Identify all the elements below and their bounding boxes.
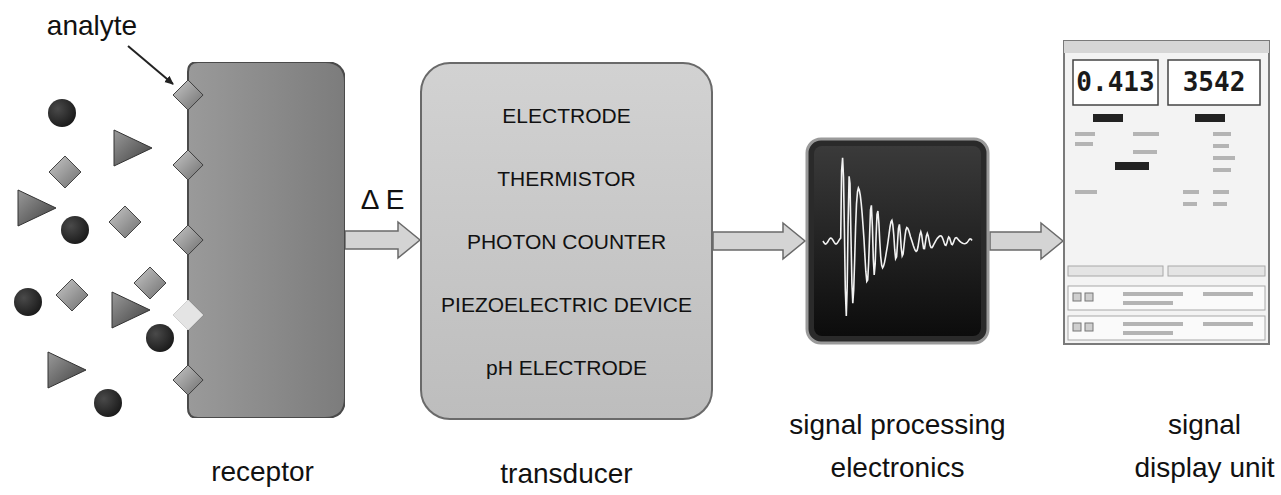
indicator-bar	[1195, 114, 1225, 122]
ui-text-placeholder	[1203, 322, 1253, 326]
ui-text-placeholder	[1133, 150, 1157, 154]
molecule-circle	[94, 389, 122, 417]
molecule-triangle	[18, 190, 56, 226]
processing-icon: signal processing electronics	[805, 137, 990, 345]
bound-analyte	[173, 225, 203, 255]
readout-box	[1168, 60, 1260, 105]
indicator-bar	[1093, 114, 1123, 122]
ui-text-placeholder	[1213, 156, 1235, 160]
ui-text-placeholder	[1183, 190, 1199, 194]
component-label: receptor	[163, 450, 363, 493]
analyte-diamond	[56, 279, 88, 311]
screen-glass	[814, 146, 981, 336]
analyte-diamond	[109, 206, 141, 238]
ui-text-placeholder	[1133, 132, 1159, 136]
button	[1073, 323, 1081, 331]
status-bar	[1168, 266, 1265, 276]
analyte-diamond	[49, 156, 81, 188]
transducer-box: ELECTRODE THERMISTOR PHOTON COUNTER PIEZOEL…	[420, 62, 713, 420]
oscilloscope-icon	[805, 137, 990, 345]
callout-label: analyte	[42, 6, 142, 46]
ui-text-placeholder	[1123, 292, 1183, 296]
block-arrow	[713, 223, 805, 259]
ui-text-placeholder	[1213, 190, 1229, 194]
component-label: signal display unit	[1125, 403, 1281, 489]
ui-text-placeholder	[1123, 322, 1183, 326]
molecule-circle	[61, 216, 89, 244]
block-arrow	[990, 223, 1063, 259]
ui-text-placeholder	[1213, 144, 1229, 148]
leader-line	[128, 46, 173, 84]
indicator-bar	[1115, 162, 1149, 170]
ui-text-placeholder	[1213, 132, 1231, 136]
ui-text-placeholder	[1183, 202, 1197, 206]
readout-value: 0.413	[1073, 60, 1158, 105]
node-shape	[160, 62, 345, 418]
ui-text-placeholder	[1075, 132, 1095, 136]
transducer-type: PIEZOELECTRIC DEVICE	[420, 291, 713, 319]
ui-text-placeholder	[1075, 142, 1093, 146]
ui-text-placeholder	[1213, 168, 1231, 172]
transducer-type: PHOTON COUNTER	[420, 228, 713, 256]
block-arrow	[345, 222, 420, 258]
bound-analyte	[173, 300, 203, 330]
component-label: transducer	[447, 452, 687, 495]
channel-panel	[1068, 286, 1265, 310]
edge-label: Δ E	[359, 184, 407, 216]
ui-text-placeholder	[1123, 301, 1173, 305]
node-shape	[805, 137, 990, 345]
transducer-type: ELECTRODE	[420, 102, 713, 130]
channel-panel	[1068, 316, 1265, 340]
receptor-block: receptor	[160, 62, 345, 418]
bound-analyte	[173, 80, 203, 110]
ui-text-placeholder	[1075, 190, 1097, 194]
molecule-circle	[146, 324, 174, 352]
transducer-type: THERMISTOR	[420, 165, 713, 193]
analyte-diamond	[134, 267, 166, 299]
analyte-diamonds	[49, 156, 166, 311]
ui-text-placeholder	[1203, 292, 1253, 296]
display-panel	[1064, 41, 1269, 344]
waveform	[823, 158, 972, 316]
readout-value: 3542	[1168, 60, 1260, 105]
receptor-shape	[160, 62, 345, 418]
molecule-triangle	[48, 352, 86, 388]
molecule-circles	[14, 99, 174, 417]
status-bar	[1068, 266, 1163, 276]
molecule-triangle	[112, 292, 150, 328]
screen-frame	[807, 139, 988, 343]
molecule-triangle	[114, 130, 152, 166]
component-label: signal processing electronics	[778, 403, 1018, 489]
molecule-circle	[48, 99, 76, 127]
readout-box	[1073, 60, 1158, 105]
transducer-type: pH ELECTRODE	[420, 354, 713, 382]
button	[1085, 323, 1093, 331]
button	[1085, 293, 1093, 301]
ui-text-placeholder	[1213, 202, 1227, 206]
button	[1073, 293, 1081, 301]
bound-analyte	[173, 150, 203, 180]
ui-text-placeholder	[1123, 331, 1173, 335]
title-bar	[1064, 41, 1269, 53]
molecule-circle	[14, 288, 42, 316]
receptor-body	[188, 62, 345, 418]
molecule-triangles	[18, 130, 152, 388]
bound-analyte	[173, 365, 203, 395]
